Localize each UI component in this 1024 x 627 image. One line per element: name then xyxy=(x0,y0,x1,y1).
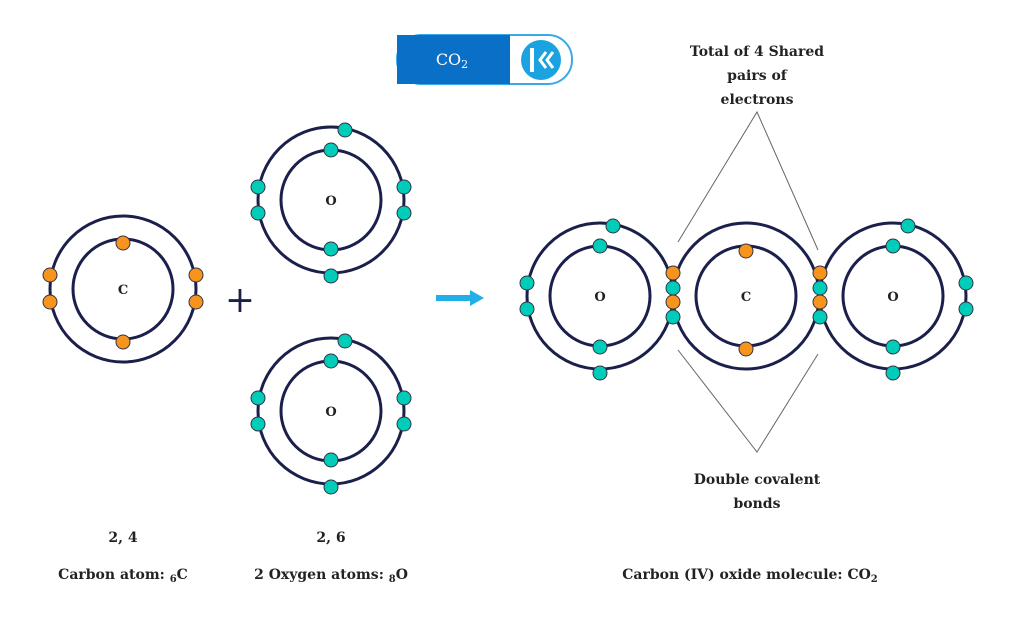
electron xyxy=(323,353,339,369)
electron xyxy=(592,339,608,355)
electron xyxy=(337,333,353,349)
svg-text:bonds: bonds xyxy=(734,496,781,512)
pointer-lines xyxy=(677,110,819,453)
electron xyxy=(250,416,266,432)
electron xyxy=(665,265,681,281)
electron xyxy=(337,122,353,138)
atom-symbol: O xyxy=(325,405,336,420)
electron xyxy=(900,218,916,234)
electron xyxy=(592,238,608,254)
electron xyxy=(885,238,901,254)
electron xyxy=(42,267,58,283)
electron xyxy=(323,268,339,284)
carbon-label: Carbon atom: 6C xyxy=(58,567,188,585)
electron xyxy=(42,294,58,310)
electron xyxy=(812,265,828,281)
svg-text:Total of 4 Shared: Total of 4 Shared xyxy=(690,44,824,60)
oxygen-label: 2 Oxygen atoms: 8O xyxy=(254,567,408,585)
electron xyxy=(958,301,974,317)
electron xyxy=(188,294,204,310)
electron xyxy=(396,390,412,406)
atom-symbol: C xyxy=(741,290,751,305)
electron xyxy=(665,280,681,296)
electron xyxy=(323,142,339,158)
electron xyxy=(519,301,535,317)
electron xyxy=(592,365,608,381)
atom-symbol: C xyxy=(118,283,128,298)
shared-electrons-note: Total of 4 Shared pairs of electrons xyxy=(690,44,824,108)
electron xyxy=(396,416,412,432)
electron xyxy=(812,309,828,325)
electron xyxy=(250,390,266,406)
svg-text:electrons: electrons xyxy=(721,92,794,108)
electron xyxy=(605,218,621,234)
electron xyxy=(115,334,131,350)
electron xyxy=(665,309,681,325)
electron xyxy=(812,294,828,310)
electron xyxy=(250,205,266,221)
electron xyxy=(396,179,412,195)
molecule-label: Carbon (IV) oxide molecule: CO2 xyxy=(622,567,878,585)
electron xyxy=(323,479,339,495)
electron xyxy=(396,205,412,221)
electron xyxy=(323,241,339,257)
svg-text:CO2: CO2 xyxy=(436,50,468,71)
svg-text:pairs of: pairs of xyxy=(727,68,788,84)
oxygen-config: 2, 6 xyxy=(316,530,345,546)
electron xyxy=(885,339,901,355)
svg-text:+: + xyxy=(225,280,255,321)
electron xyxy=(738,341,754,357)
electron xyxy=(250,179,266,195)
double-bond-note: Double covalent bonds xyxy=(694,472,821,512)
electron xyxy=(738,243,754,259)
carbon-config: 2, 4 xyxy=(108,530,137,546)
atom-symbol: O xyxy=(325,194,336,209)
outer-shell xyxy=(48,214,198,364)
electron xyxy=(519,275,535,291)
atom-symbol: O xyxy=(594,290,605,305)
electron xyxy=(188,267,204,283)
plus-sign: + xyxy=(225,280,255,321)
co2-badge: CO2 xyxy=(396,34,573,85)
electron xyxy=(812,280,828,296)
svg-text:Double covalent: Double covalent xyxy=(694,472,821,488)
electron xyxy=(323,452,339,468)
electron xyxy=(665,294,681,310)
electron xyxy=(885,365,901,381)
electron xyxy=(958,275,974,291)
reaction-arrow xyxy=(436,290,484,306)
electron xyxy=(115,235,131,251)
atom-symbol: O xyxy=(887,290,898,305)
